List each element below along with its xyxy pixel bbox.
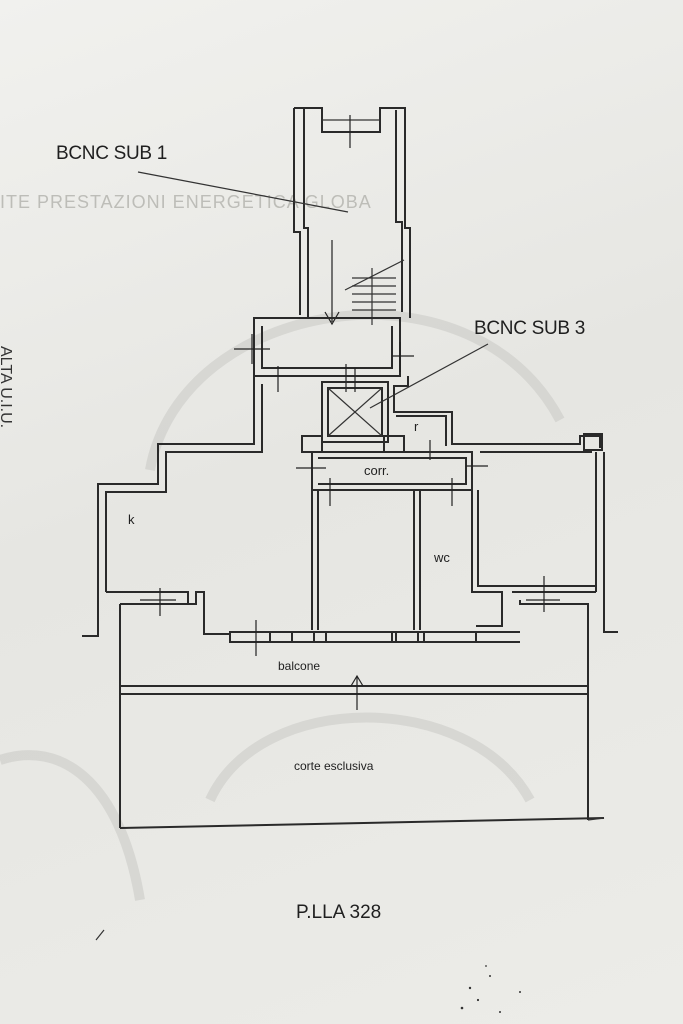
paper-specks (460, 965, 521, 1013)
bleed-through-header: ITE PRESTAZIONI ENERGETICA GLOBA (0, 192, 372, 212)
label-room-r: r (414, 419, 419, 434)
label-balcone: balcone (278, 659, 321, 673)
label-bcnc-sub-3: BCNC SUB 3 (474, 318, 586, 339)
side-margin-text: ALTA U.I.U. (0, 346, 14, 429)
balcone-area (119, 600, 589, 828)
inner-rooms (311, 490, 596, 630)
apartment-outline (82, 376, 618, 637)
corridor (296, 451, 488, 506)
leader-bcnc-sub-3 (369, 343, 489, 409)
stair-landing (234, 317, 414, 392)
label-corte-esclusiva: corte esclusiva (294, 759, 374, 773)
lift-shaft (321, 368, 389, 443)
corte-esclusiva-area (119, 817, 605, 829)
label-room-k: k (128, 512, 135, 527)
bleed-through-marks (0, 309, 565, 901)
front-wall (140, 576, 560, 656)
stair-steps (344, 259, 405, 325)
label-corridor: corr. (364, 463, 390, 478)
label-bcnc-sub-1: BCNC SUB 1 (56, 143, 168, 164)
pen-mark (95, 929, 105, 941)
stair-tower (293, 107, 411, 326)
label-particella: P.LLA 328 (296, 902, 382, 923)
label-wc: wc (434, 550, 450, 565)
leader-bcnc-sub-1 (137, 171, 349, 213)
